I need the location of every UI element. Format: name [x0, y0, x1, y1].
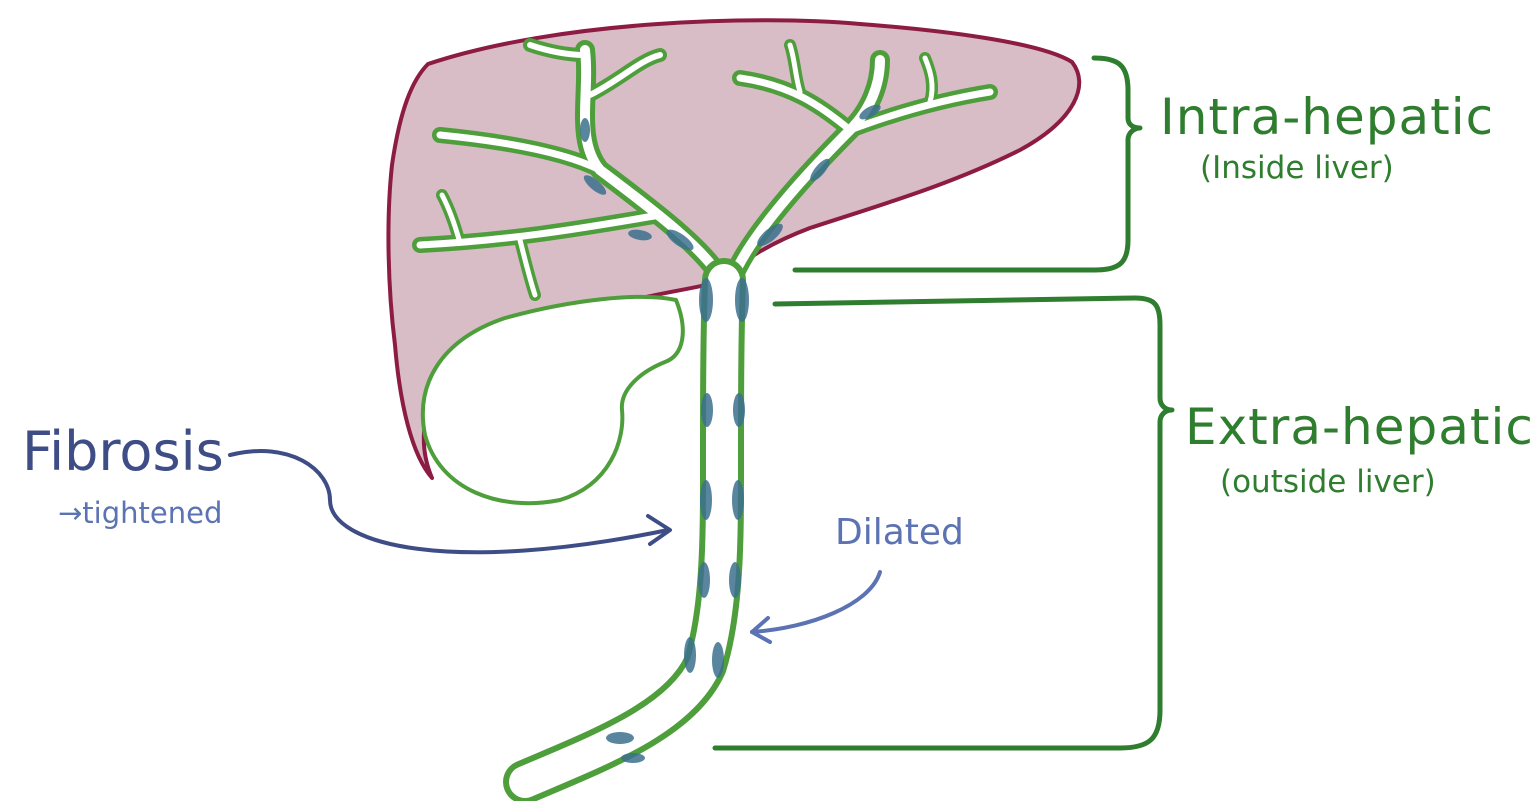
inside-liver-label: (Inside liver): [1200, 150, 1394, 186]
dilated-label: Dilated: [835, 512, 964, 553]
outside-liver-label: (outside liver): [1220, 464, 1436, 500]
intra-hepatic-label: Intra-hepatic: [1160, 88, 1494, 146]
extra-hepatic-label: Extra-hepatic: [1185, 398, 1534, 456]
tightened-label: →tightened: [58, 496, 222, 530]
dilated-arrow: [752, 572, 880, 642]
fibrosis-label: Fibrosis: [22, 420, 224, 483]
